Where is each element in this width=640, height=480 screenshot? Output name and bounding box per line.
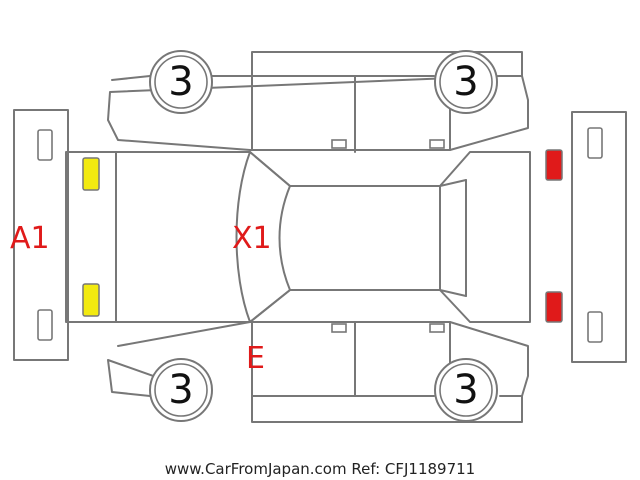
wheel-front-right-grade: 3 bbox=[168, 367, 193, 413]
headlight-right-icon bbox=[82, 283, 100, 317]
wheel-rear-left-grade: 3 bbox=[453, 59, 478, 105]
taillight-left-icon bbox=[545, 149, 563, 181]
wheel-front-right: 3 bbox=[149, 358, 213, 422]
wheel-rear-right-grade: 3 bbox=[453, 367, 478, 413]
taillights bbox=[545, 149, 563, 323]
rear-bumper bbox=[571, 111, 627, 363]
car-body-top bbox=[65, 151, 531, 323]
wheel-front-left: 3 bbox=[149, 50, 213, 114]
footer-source: www.CarFromJapan.com Ref: CFJ1189711 bbox=[165, 460, 475, 478]
wheel-front-left-grade: 3 bbox=[168, 59, 193, 105]
top-side-panel bbox=[107, 51, 529, 153]
marker-windshield: X1 bbox=[232, 221, 272, 256]
taillight-right-icon bbox=[545, 291, 563, 323]
wheel-rear-right: 3 bbox=[434, 358, 498, 422]
headlight-left-icon bbox=[82, 157, 100, 191]
marker-front-bumper: A1 bbox=[10, 221, 50, 256]
marker-left-side: E bbox=[246, 341, 265, 376]
front-bumper bbox=[13, 109, 69, 361]
headlights bbox=[82, 157, 100, 317]
wheel-rear-left: 3 bbox=[434, 50, 498, 114]
